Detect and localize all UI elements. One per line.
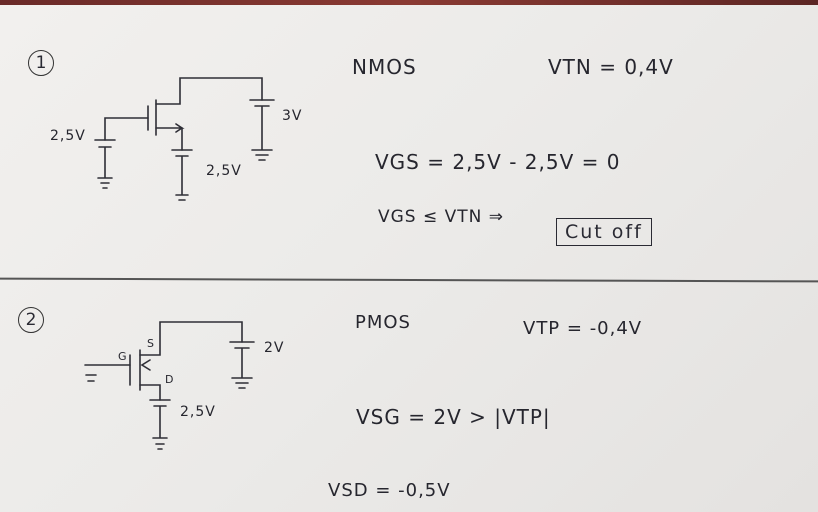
part2-vsg-equation: VSG = 2V > |VTP| (356, 405, 551, 429)
paper-top-edge (0, 0, 818, 5)
part1-drain-voltage: 3V (282, 108, 303, 124)
nmos-circuit (94, 77, 275, 201)
part2-source-supply: 2V (264, 340, 285, 356)
part1-gate-voltage: 2,5V (50, 128, 86, 144)
part2-drain-supply: 2,5V (180, 404, 216, 420)
part2-type: PMOS (355, 312, 411, 333)
part2-source-label: S (147, 337, 155, 350)
part1-threshold: VTN = 0,4V (548, 55, 674, 79)
part2-threshold: VTP = -0,4V (523, 318, 643, 339)
part1-condition: VGS ≤ VTN ⇒ (378, 207, 505, 227)
pmos-circuit (84, 321, 255, 450)
part2-vsd-equation: VSD = -0,5V (328, 480, 451, 501)
part1-type: NMOS (352, 55, 417, 79)
part2-drain-label: D (165, 373, 175, 386)
part2-gate-label: G (118, 350, 128, 363)
part2-number: 2 (18, 307, 44, 333)
part1-result-box: Cut off (556, 218, 652, 246)
part1-vgs-equation: VGS = 2,5V - 2,5V = 0 (375, 150, 621, 174)
part1-source-voltage: 2,5V (206, 163, 242, 179)
part1-number: 1 (28, 50, 54, 76)
